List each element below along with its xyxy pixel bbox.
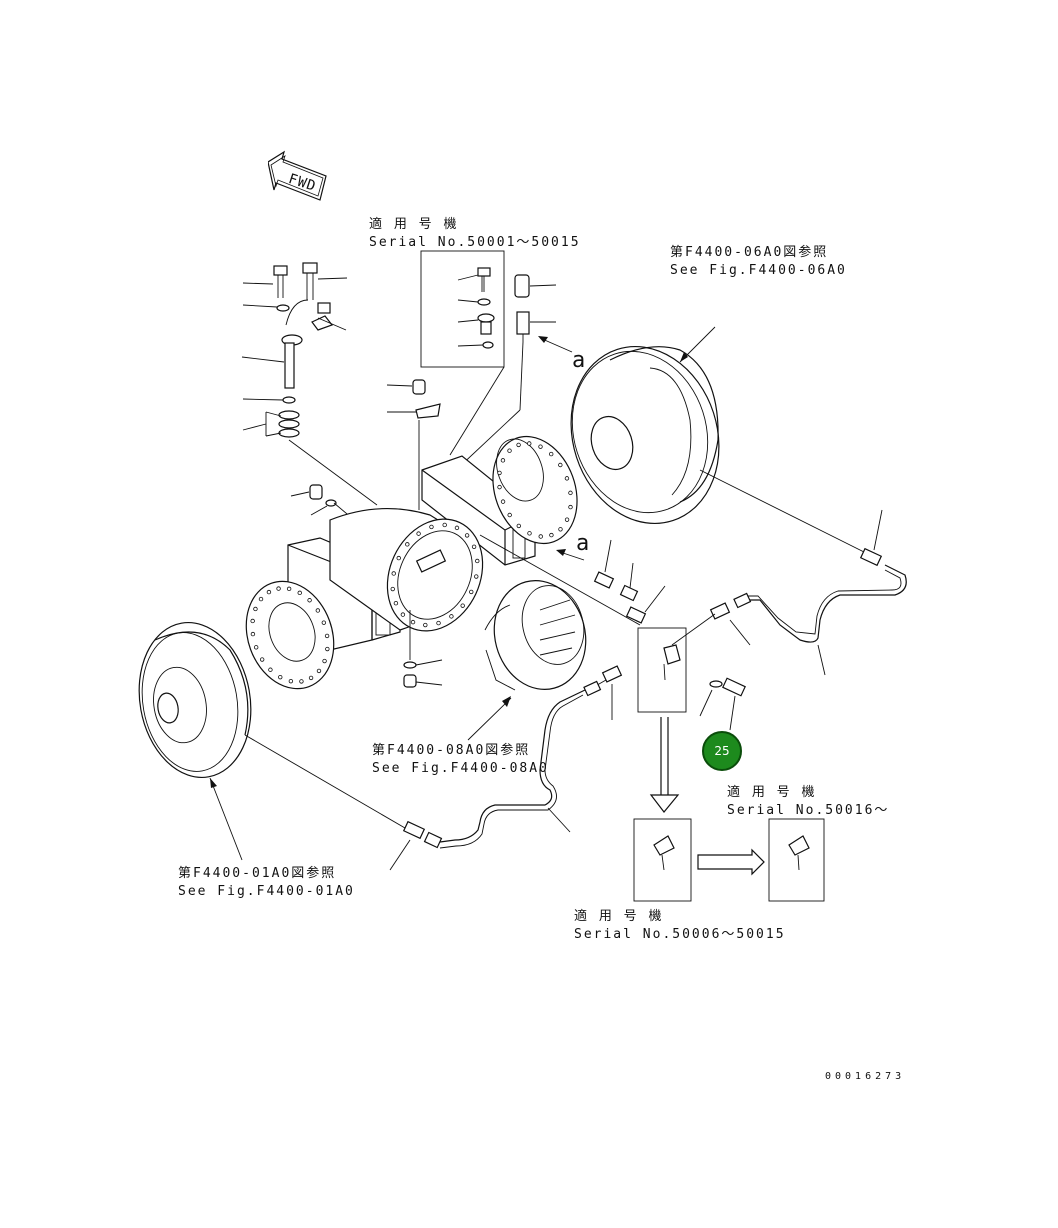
flange-bolt-hole — [288, 678, 294, 684]
reference-f4400-08a0-jp[interactable]: 第F4400-08A0図参照 — [372, 743, 531, 758]
flange-bolt-hole — [500, 458, 506, 463]
reference-f4400-01a0-en[interactable]: See Fig.F4400-01A0 — [178, 884, 355, 899]
flange-bolt-hole — [316, 668, 322, 674]
flange-bolt-hole — [516, 523, 522, 529]
flange-bolt-hole — [400, 612, 406, 617]
flange-bolt-hole — [564, 476, 570, 481]
flange-bolt-hole — [568, 504, 573, 510]
flange-bolt-hole — [507, 448, 512, 453]
forward-arrow-icon — [268, 150, 327, 201]
flange-bolt-hole — [558, 462, 563, 468]
flange-bolt-hole — [436, 620, 441, 626]
flange-bolt-hole — [315, 608, 321, 613]
flange-bolt-hole — [516, 442, 521, 448]
serial-box-right-jp: 適 用 号 機 — [727, 785, 817, 800]
serial-box-right-en: Serial No.50016～ — [727, 803, 890, 818]
brake-assembly-right — [570, 326, 720, 525]
flange-bolt-hole — [558, 527, 563, 532]
flange-bolt-hole — [258, 596, 264, 602]
view-mark-a-lower: a — [576, 531, 590, 556]
flange-bolt-hole — [568, 490, 573, 496]
flange-bolt-hole — [423, 622, 428, 628]
serial-inset-box-top — [420, 250, 505, 368]
drawing-number: 00016273 — [825, 1071, 906, 1082]
flange-bolt-hole — [549, 532, 554, 538]
flange-bolt-hole — [286, 586, 292, 592]
flange-bolt-hole — [321, 620, 327, 625]
drain-washer — [403, 661, 417, 669]
differential-carrier — [467, 580, 587, 741]
flange-bolt-hole — [548, 451, 554, 457]
flange-bolt-hole — [266, 589, 272, 595]
flange-bolt-hole — [460, 603, 465, 608]
breather-parts — [514, 274, 573, 353]
flange-bolt-hole — [454, 525, 460, 531]
flange-bolt-hole — [416, 531, 421, 536]
flange-bolt-hole — [308, 675, 314, 681]
flange-bolt-hole — [276, 586, 281, 591]
reference-f4400-08a0-en[interactable]: See Fig.F4400-08A0 — [372, 761, 549, 776]
flange-bolt-hole — [449, 614, 454, 619]
flange-bolt-hole — [259, 657, 265, 662]
flange-bolt-hole — [429, 524, 434, 530]
inset-parts-top — [457, 267, 495, 349]
flange-bolt-hole — [500, 499, 506, 504]
flange-bolt-hole — [469, 589, 474, 595]
flange-bolt-hole — [250, 618, 255, 624]
part-callout-25[interactable]: 25 — [702, 731, 742, 771]
flange-bolt-hole — [442, 522, 447, 528]
flange-bolt-hole — [538, 444, 543, 449]
flange-bolt-hole — [464, 533, 470, 538]
flange-bolt-hole — [307, 598, 312, 603]
flange-bolt-hole — [299, 679, 304, 684]
flange-bolt-hole — [390, 586, 395, 592]
flange-bolt-hole — [391, 571, 396, 576]
flange-bolt-hole — [405, 542, 410, 547]
flange-bolt-hole — [564, 517, 570, 522]
serial-box-top-en: Serial No.50001～50015 — [369, 235, 581, 250]
flange-bolt-hole — [322, 658, 327, 664]
flange-bolt-hole — [268, 667, 273, 672]
flange-bolt-hole — [474, 574, 479, 579]
brake-assembly-left — [138, 621, 252, 861]
flange-bolt-hole — [253, 606, 258, 612]
brake-pipes — [244, 469, 907, 871]
flange-bolt-hole — [278, 674, 283, 680]
view-mark-a-upper: a — [572, 348, 586, 373]
flange-bolt-hole — [297, 590, 302, 596]
flange-bolt-hole — [393, 600, 399, 606]
left-parts-stack — [241, 262, 378, 506]
flange-bolt-hole — [527, 531, 532, 536]
drain-plug — [403, 674, 417, 688]
flange-bolt-hole — [538, 534, 543, 539]
reference-f4400-06a0-jp[interactable]: 第F4400-06A0図参照 — [670, 245, 829, 260]
flange-bolt-hole — [475, 558, 480, 564]
flange-bolt-hole — [325, 646, 330, 652]
serial-box-bottom-jp: 適 用 号 機 — [574, 909, 664, 924]
flange-bolt-hole — [527, 441, 532, 446]
flange-bolt-hole — [324, 633, 330, 639]
flange-bolt-hole — [471, 544, 477, 550]
flange-bolt-hole — [507, 512, 512, 518]
serial-box-bottom-en: Serial No.50006～50015 — [574, 927, 786, 942]
clip-inset — [633, 627, 825, 902]
serial-box-top-jp: 適 用 号 機 — [369, 217, 459, 232]
flange-bolt-hole — [497, 470, 502, 476]
reference-f4400-06a0-en[interactable]: See Fig.F4400-06A0 — [670, 263, 847, 278]
reference-f4400-01a0-jp[interactable]: 第F4400-01A0図参照 — [178, 866, 337, 881]
flange-bolt-hole — [396, 555, 401, 561]
flange-bolt-hole — [253, 645, 259, 650]
flange-bolt-hole — [410, 619, 416, 625]
flange-bolt-hole — [250, 631, 256, 637]
axle-housing — [245, 435, 578, 690]
flange-bolt-hole — [497, 484, 502, 490]
